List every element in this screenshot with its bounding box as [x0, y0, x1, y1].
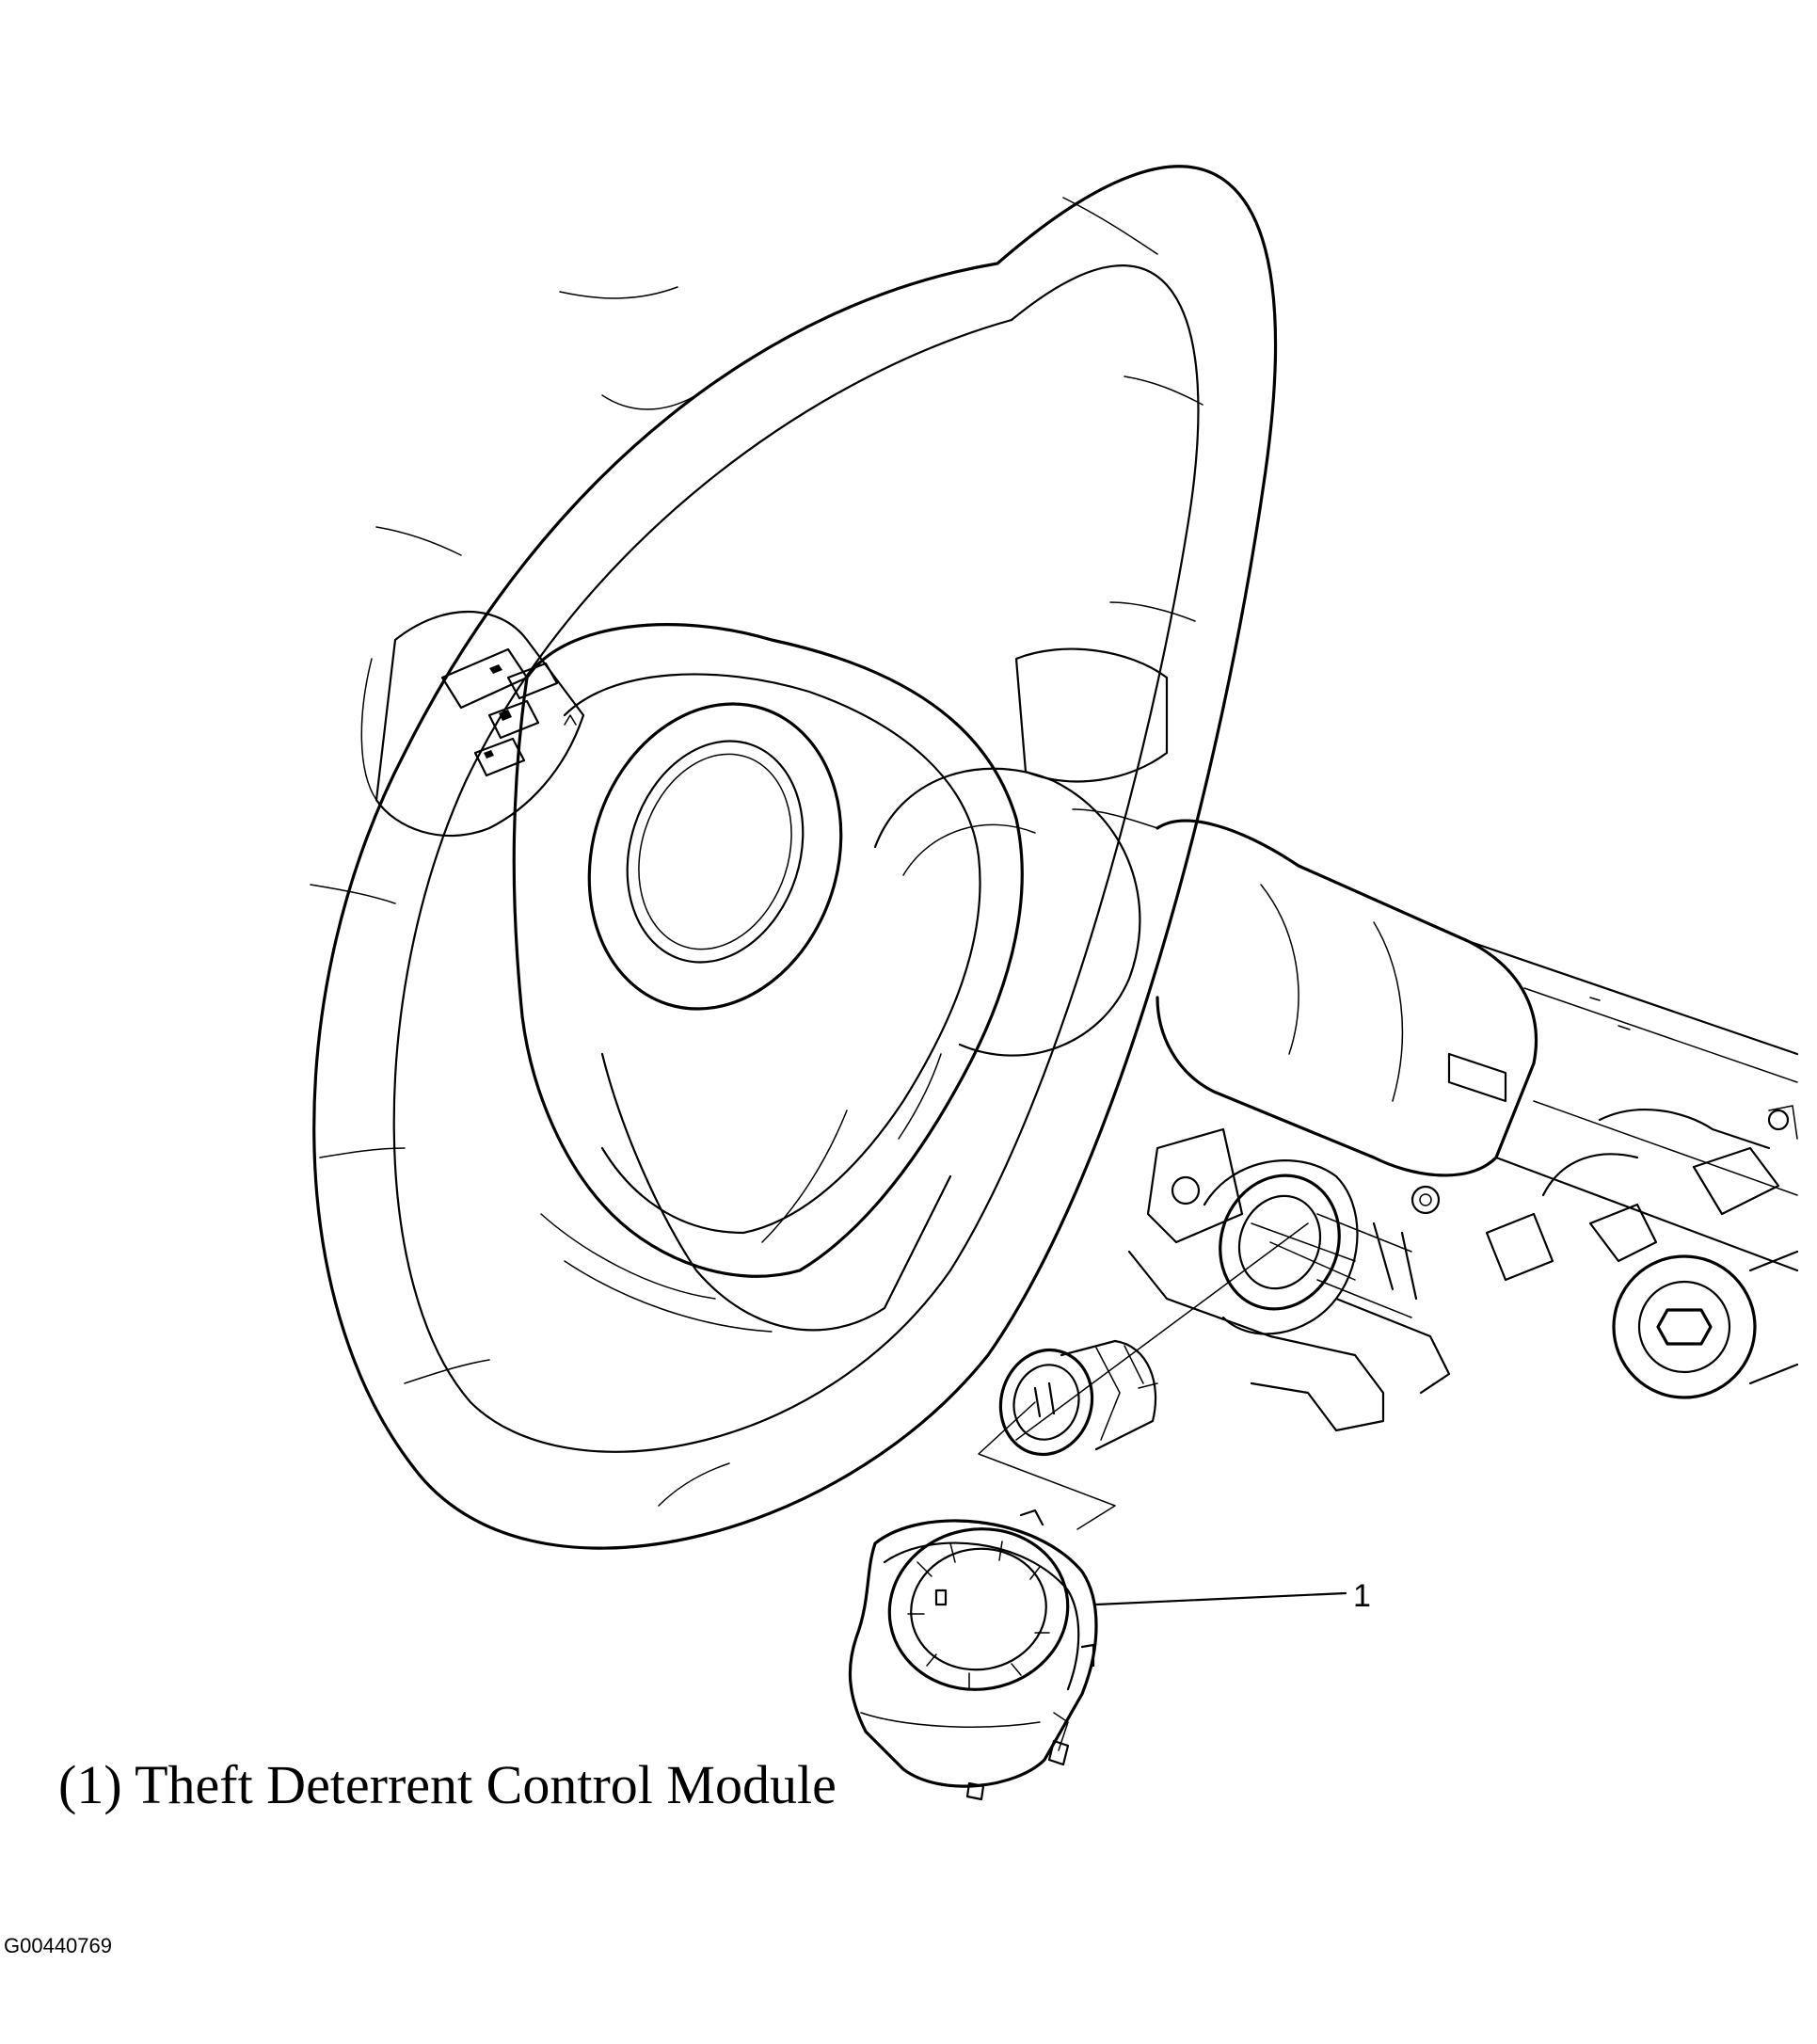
callout-number-1: 1: [1353, 1578, 1371, 1614]
steering-wheel-lower-spoke: [600, 1052, 952, 1332]
figure-id: G00440769: [4, 1934, 112, 1957]
steering-wheel-rim-outer: [312, 165, 1278, 1550]
theft-deterrent-control-module: [848, 1509, 1098, 1801]
steering-wheel-rim-inner: [392, 264, 1200, 1453]
legend-caption: (1) Theft Deterrent Control Module: [58, 1754, 837, 1815]
column-mounting-bracket: [1146, 1127, 1244, 1244]
column-tube: [1466, 939, 1799, 1272]
steering-column: [1127, 819, 1799, 1432]
steering-wheel: [310, 165, 1278, 1550]
assembly-alignment-line: [1015, 1222, 1309, 1441]
exploded-assembly-leader: [978, 1401, 1116, 1530]
airbag-module: [512, 623, 1024, 1278]
airbag-emblem-ring-inner: [626, 740, 805, 964]
steering-wheel-right-spoke: [1014, 647, 1169, 783]
column-upper-shroud: [1156, 819, 1538, 1177]
ignition-lock-cylinder: [998, 1339, 1158, 1457]
callout-leader-1: [1094, 1591, 1347, 1606]
column-clamp-bolt-flange: [1612, 1254, 1757, 1399]
column-tilt-mechanism: [1541, 1109, 1771, 1197]
steering-wheel-control-switches: [440, 647, 577, 777]
steering-wheel-hub: [873, 767, 1141, 1057]
ignition-lock-housing: [1203, 1159, 1359, 1335]
steering-wheel-left-spoke: [375, 610, 585, 838]
airbag-emblem-ring-outer: [587, 702, 843, 1011]
